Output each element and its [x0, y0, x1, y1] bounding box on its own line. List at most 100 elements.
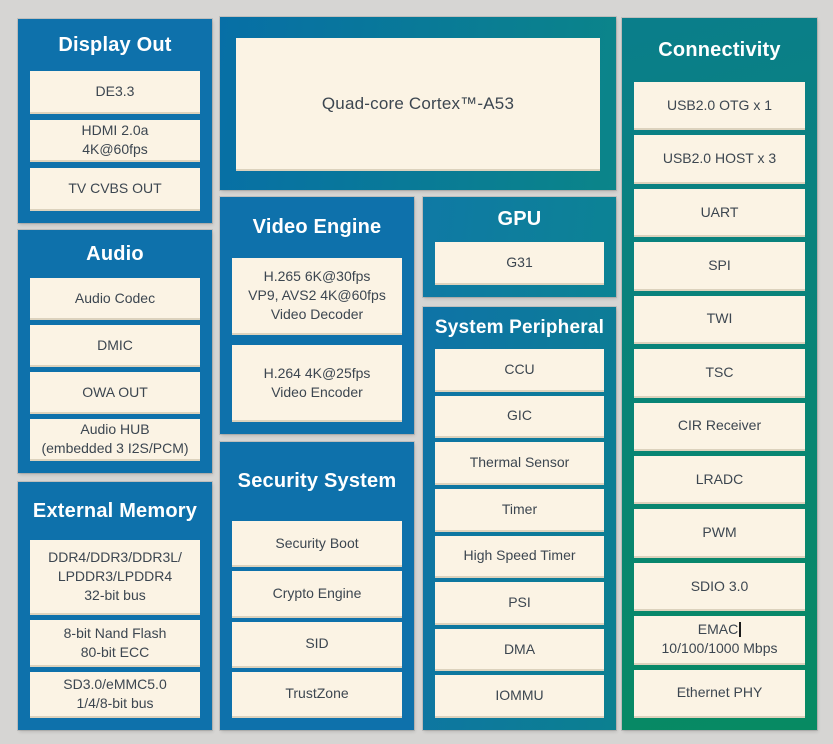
component-label: DE3.3 — [95, 82, 135, 99]
component-timer: Timer — [435, 488, 604, 532]
component-label: VP9, AVS2 4K@60fps — [248, 287, 386, 303]
component-label: SPI — [708, 256, 731, 273]
component-owa-out: OWA OUT — [30, 372, 200, 414]
component-label: DMIC — [97, 336, 133, 353]
component-label: Thermal Sensor — [469, 454, 570, 471]
component-g31: G31 — [435, 242, 604, 285]
component-label: 10/100/1000 Mbps — [661, 640, 778, 657]
component-label: DMA — [503, 640, 536, 657]
cpu-label: Quad-core Cortex™-A53 — [321, 94, 515, 113]
component-label: TWI — [706, 310, 733, 327]
component-label: LRADC — [695, 470, 744, 487]
block-title-connectivity: Connectivity — [658, 38, 781, 61]
connectivity-component-list: USB2.0 OTG x 1 USB2.0 HOST x 3 UART SPI TWI T… — [634, 82, 805, 719]
component-label: Ethernet PHY — [676, 684, 763, 701]
component-label: Security Boot — [275, 534, 359, 551]
component-uart: UART — [634, 188, 805, 238]
component-label: High Speed Timer — [463, 547, 576, 564]
component-pwm: PWM — [634, 509, 805, 558]
component-de3-3: DE3.3 — [30, 71, 200, 114]
component-label: SD3.0/eMMC5.0 — [63, 675, 167, 692]
component-label: CIR Receiver — [677, 417, 762, 434]
component-dmic: DMIC — [30, 325, 200, 367]
component-sdio-3-0: SDIO 3.0 — [634, 562, 805, 612]
component-label: SID — [305, 635, 329, 652]
component-sid: SID — [232, 621, 402, 668]
component-label: TV CVBS OUT — [68, 180, 162, 197]
component-usb2-0-host-x-3: USB2.0 HOST x 3 — [634, 135, 805, 184]
component-label: Audio Codec — [74, 289, 156, 306]
block-title-audio: Audio — [86, 242, 144, 265]
component-iommu: IOMMU — [435, 675, 604, 718]
component-security-boot: Security Boot — [232, 521, 402, 568]
component-cpu: Quad-core Cortex™-A53 — [236, 38, 600, 171]
block-cpu: Quad-core Cortex™-A53 — [220, 17, 616, 190]
component-label: 8-bit Nand Flash — [63, 624, 167, 641]
component-label: TSC — [705, 363, 734, 380]
gpu-component-list: G31 — [435, 242, 604, 285]
component-label: SDIO 3.0 — [690, 577, 749, 594]
block-title-system-peripheral: System Peripheral — [434, 317, 605, 338]
component-usb2-0-otg-x-1: USB2.0 OTG x 1 — [634, 82, 805, 131]
component-label: PWM — [702, 524, 737, 541]
component-tv-cvbs-out: TV CVBS OUT — [30, 168, 200, 212]
component-label: H.265 6K@30fps — [263, 268, 371, 284]
component-label: H.264 4K@25fps — [263, 364, 371, 381]
component-lradc: LRADC — [634, 455, 805, 505]
component-tsc: TSC — [634, 349, 805, 398]
component-cir-receiver: CIR Receiver — [634, 402, 805, 451]
component-label: (embedded 3 I2S/PCM) — [41, 440, 189, 456]
component-dma: DMA — [435, 628, 604, 672]
component-audio-codec: Audio Codec — [30, 278, 200, 320]
component-label: UART — [700, 203, 739, 220]
component-audio-hub: Audio HUB (embedded 3 I2S/PCM) — [30, 419, 200, 461]
component-label: USB2.0 OTG x 1 — [666, 96, 773, 113]
component-label: Crypto Engine — [272, 584, 362, 601]
component-high-speed-timer: High Speed Timer — [435, 535, 604, 579]
component-hdmi-2-0a: HDMI 2.0a 4K@60fps — [30, 119, 200, 163]
component-label: Video Encoder — [271, 383, 363, 400]
component-label: 32-bit bus — [84, 587, 146, 604]
block-title-display-out: Display Out — [58, 33, 172, 56]
component-sd3-0-emmc5-0: SD3.0/eMMC5.0 1/4/8-bit bus — [30, 671, 200, 719]
block-title-gpu: GPU — [497, 208, 542, 230]
component-spi: SPI — [634, 242, 805, 291]
component-label: IOMMU — [495, 687, 544, 704]
component-label: Audio HUB — [80, 421, 150, 437]
component-label: TrustZone — [285, 685, 349, 702]
component-label: LPDDR3/LPDDR4 — [57, 568, 173, 585]
component-ccu: CCU — [435, 349, 604, 392]
component-gic: GIC — [435, 395, 604, 439]
component-label: CCU — [504, 360, 535, 377]
component-label: G31 — [506, 254, 533, 270]
component-label: 4K@60fps — [82, 141, 148, 158]
component-label: GIC — [507, 407, 532, 424]
block-gpu: GPU G31 — [423, 197, 616, 297]
block-title-external-memory: External Memory — [32, 499, 198, 522]
component-label: HDMI 2.0a — [81, 122, 149, 139]
component-label: OWA OUT — [82, 383, 148, 400]
block-title-video-engine: Video Engine — [252, 216, 382, 238]
component-label: Video Decoder — [270, 306, 364, 322]
component-crypto-engine: Crypto Engine — [232, 571, 402, 618]
component-twi: TWI — [634, 295, 805, 345]
component-trustzone: TrustZone — [232, 671, 402, 718]
component-label: 1/4/8-bit bus — [76, 694, 154, 711]
